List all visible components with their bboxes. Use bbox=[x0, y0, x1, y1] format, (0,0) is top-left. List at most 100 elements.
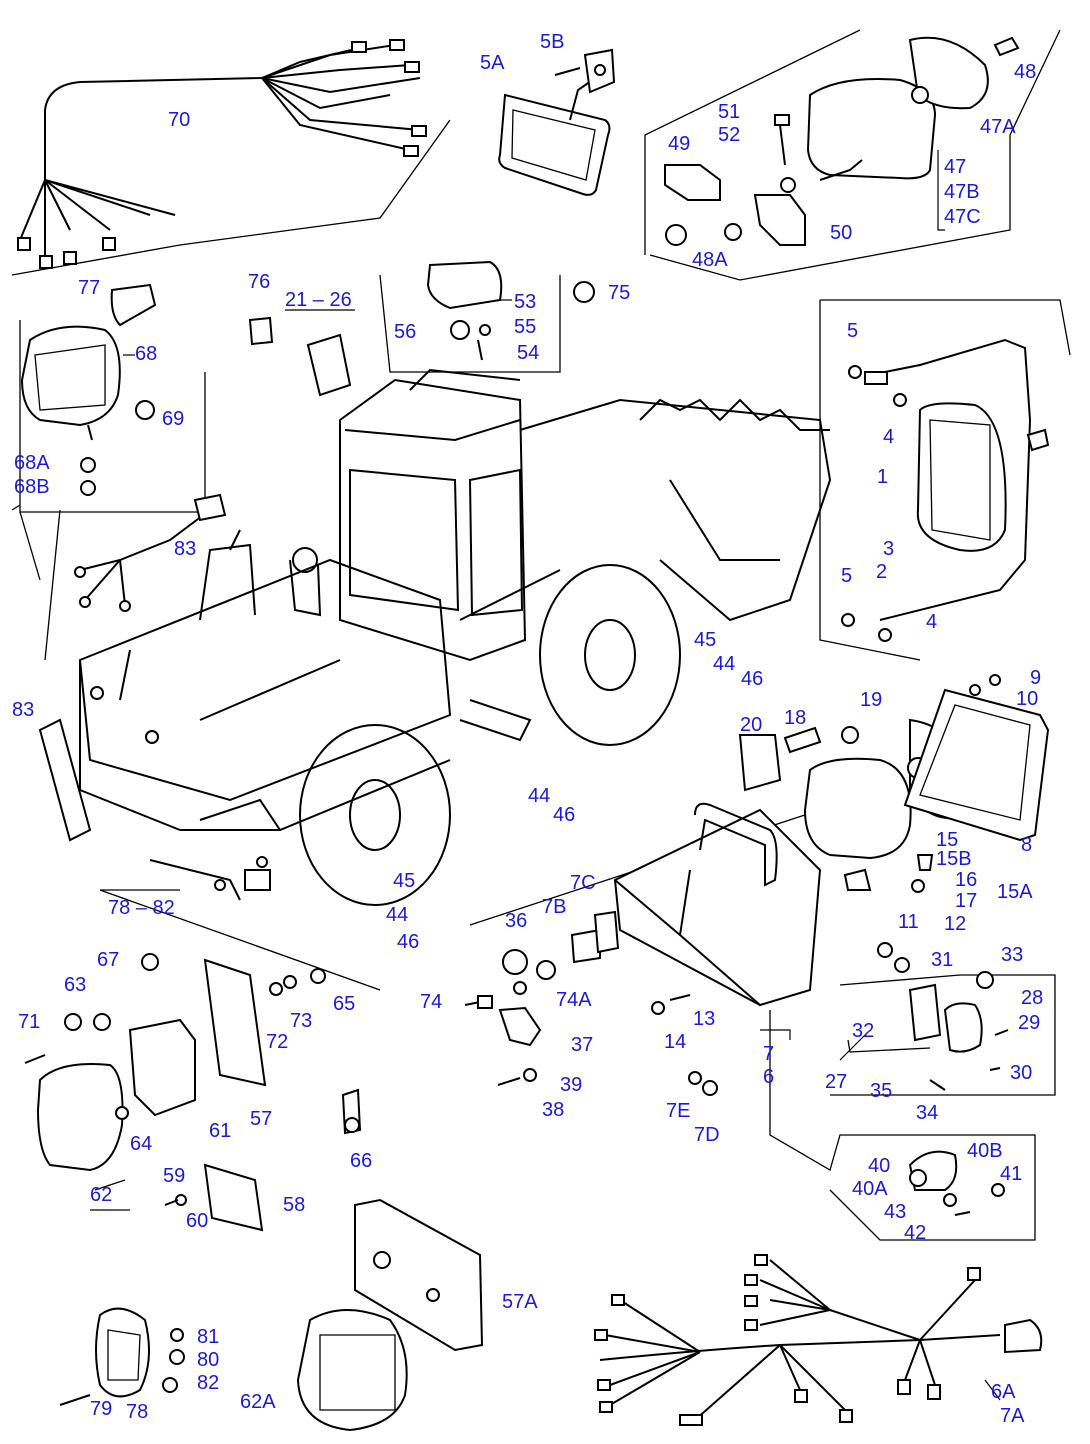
part-label-66[interactable]: 66 bbox=[350, 1150, 373, 1172]
part-label-58[interactable]: 58 bbox=[283, 1194, 306, 1216]
part-label-48a[interactable]: 48A bbox=[692, 249, 728, 271]
part-label-47b[interactable]: 47B bbox=[944, 181, 980, 203]
part-label-5b[interactable]: 5 bbox=[841, 565, 853, 587]
part-label-17[interactable]: 17 bbox=[955, 890, 978, 912]
part-label-8[interactable]: 8 bbox=[1021, 834, 1033, 856]
part-label-11[interactable]: 11 bbox=[898, 911, 919, 933]
part-label-7d[interactable]: 7D bbox=[694, 1124, 720, 1146]
part-label-47c[interactable]: 47C bbox=[944, 206, 981, 228]
part-label-33[interactable]: 33 bbox=[1001, 944, 1024, 966]
part-label-70[interactable]: 70 bbox=[168, 109, 191, 131]
part-label-76[interactable]: 76 bbox=[248, 271, 271, 293]
part-label-52[interactable]: 52 bbox=[718, 124, 741, 146]
part-label-20[interactable]: 20 bbox=[740, 714, 763, 736]
part-label-57[interactable]: 57 bbox=[250, 1108, 273, 1130]
part-label-68b[interactable]: 68B bbox=[14, 476, 50, 498]
part-label-38[interactable]: 38 bbox=[542, 1099, 565, 1121]
part-label-40[interactable]: 40 bbox=[868, 1155, 891, 1177]
part-label-16[interactable]: 16 bbox=[955, 869, 978, 891]
part-label-68a[interactable]: 68A bbox=[14, 452, 50, 474]
part-label-28[interactable]: 28 bbox=[1021, 987, 1044, 1009]
part-label-21-26[interactable]: 21 – 26 bbox=[285, 289, 352, 311]
part-label-45b[interactable]: 45 bbox=[393, 870, 416, 892]
part-label-72[interactable]: 72 bbox=[266, 1031, 289, 1053]
part-label-40b[interactable]: 40B bbox=[967, 1140, 1003, 1162]
part-label-12[interactable]: 12 bbox=[944, 913, 967, 935]
part-label-50[interactable]: 50 bbox=[830, 222, 853, 244]
part-label-48[interactable]: 48 bbox=[1014, 61, 1037, 83]
part-label-30[interactable]: 30 bbox=[1010, 1062, 1033, 1084]
part-label-59[interactable]: 59 bbox=[163, 1165, 186, 1187]
part-label-5b[interactable]: 5B bbox=[540, 31, 565, 53]
part-label-71[interactable]: 71 bbox=[18, 1011, 41, 1033]
part-label-7[interactable]: 7 bbox=[763, 1043, 775, 1065]
part-label-62a[interactable]: 62A bbox=[240, 1391, 276, 1413]
part-label-41[interactable]: 41 bbox=[1000, 1163, 1023, 1185]
part-label-19[interactable]: 19 bbox=[860, 689, 883, 711]
part-label-60[interactable]: 60 bbox=[186, 1210, 209, 1232]
part-label-78-82[interactable]: 78 – 82 bbox=[108, 897, 175, 919]
part-label-54[interactable]: 54 bbox=[517, 342, 540, 364]
part-label-5a[interactable]: 5A bbox=[480, 52, 505, 74]
part-label-47a[interactable]: 47A bbox=[980, 116, 1016, 138]
part-label-74[interactable]: 74 bbox=[420, 991, 443, 1013]
part-label-18[interactable]: 18 bbox=[784, 707, 807, 729]
part-label-14[interactable]: 14 bbox=[664, 1031, 687, 1053]
part-label-29[interactable]: 29 bbox=[1018, 1012, 1041, 1034]
part-label-74a[interactable]: 74A bbox=[556, 989, 592, 1011]
part-label-53[interactable]: 53 bbox=[514, 291, 537, 313]
part-label-4b[interactable]: 4 bbox=[926, 611, 938, 633]
part-label-35[interactable]: 35 bbox=[870, 1080, 893, 1102]
part-label-4a[interactable]: 4 bbox=[883, 426, 895, 448]
part-label-6a[interactable]: 6A bbox=[991, 1381, 1016, 1403]
part-label-31[interactable]: 31 bbox=[931, 949, 954, 971]
part-label-15a[interactable]: 15A bbox=[997, 881, 1033, 903]
part-label-39[interactable]: 39 bbox=[560, 1074, 583, 1096]
part-label-2[interactable]: 2 bbox=[876, 561, 888, 583]
part-label-49[interactable]: 49 bbox=[668, 133, 691, 155]
part-label-44a[interactable]: 44 bbox=[713, 653, 736, 675]
part-label-47[interactable]: 47 bbox=[944, 156, 967, 178]
part-label-13[interactable]: 13 bbox=[693, 1008, 716, 1030]
part-label-37[interactable]: 37 bbox=[571, 1034, 594, 1056]
part-label-43[interactable]: 43 bbox=[884, 1201, 907, 1223]
part-label-7b[interactable]: 7B bbox=[542, 896, 567, 918]
part-label-77[interactable]: 77 bbox=[78, 277, 101, 299]
part-label-61[interactable]: 61 bbox=[209, 1120, 232, 1142]
part-label-6[interactable]: 6 bbox=[763, 1066, 775, 1088]
part-label-63[interactable]: 63 bbox=[64, 974, 87, 996]
part-label-83b[interactable]: 83 bbox=[12, 699, 35, 721]
part-label-81[interactable]: 81 bbox=[197, 1326, 220, 1348]
part-label-27[interactable]: 27 bbox=[825, 1071, 848, 1093]
part-label-67[interactable]: 67 bbox=[97, 949, 120, 971]
part-label-78[interactable]: 78 bbox=[126, 1401, 149, 1423]
part-label-44c[interactable]: 44 bbox=[386, 904, 409, 926]
part-label-3[interactable]: 3 bbox=[883, 538, 895, 560]
part-label-40a[interactable]: 40A bbox=[852, 1178, 888, 1200]
part-label-15b[interactable]: 15B bbox=[936, 848, 972, 870]
part-label-1[interactable]: 1 bbox=[877, 466, 889, 488]
part-label-7e[interactable]: 7E bbox=[666, 1100, 691, 1122]
part-label-7a[interactable]: 7A bbox=[1000, 1405, 1025, 1427]
part-label-64[interactable]: 64 bbox=[130, 1133, 153, 1155]
part-label-46a[interactable]: 46 bbox=[741, 668, 764, 690]
part-label-5a[interactable]: 5 bbox=[847, 320, 859, 342]
part-label-15[interactable]: 15 bbox=[936, 829, 959, 851]
part-label-46b[interactable]: 46 bbox=[553, 804, 576, 826]
part-label-62[interactable]: 62 bbox=[90, 1184, 113, 1206]
part-label-82[interactable]: 82 bbox=[197, 1372, 220, 1394]
part-label-83a[interactable]: 83 bbox=[174, 538, 197, 560]
part-label-42[interactable]: 42 bbox=[904, 1222, 927, 1244]
part-label-68[interactable]: 68 bbox=[135, 343, 158, 365]
part-label-55[interactable]: 55 bbox=[514, 316, 537, 338]
part-label-65[interactable]: 65 bbox=[333, 993, 356, 1015]
part-label-79[interactable]: 79 bbox=[90, 1398, 113, 1420]
part-label-57a[interactable]: 57A bbox=[502, 1291, 538, 1313]
part-label-44b[interactable]: 44 bbox=[528, 785, 551, 807]
part-label-34[interactable]: 34 bbox=[916, 1102, 939, 1124]
part-label-32[interactable]: 32 bbox=[852, 1020, 875, 1042]
part-label-69[interactable]: 69 bbox=[162, 408, 185, 430]
part-label-46c[interactable]: 46 bbox=[397, 931, 420, 953]
part-label-7c[interactable]: 7C bbox=[570, 872, 596, 894]
part-label-73[interactable]: 73 bbox=[290, 1010, 313, 1032]
